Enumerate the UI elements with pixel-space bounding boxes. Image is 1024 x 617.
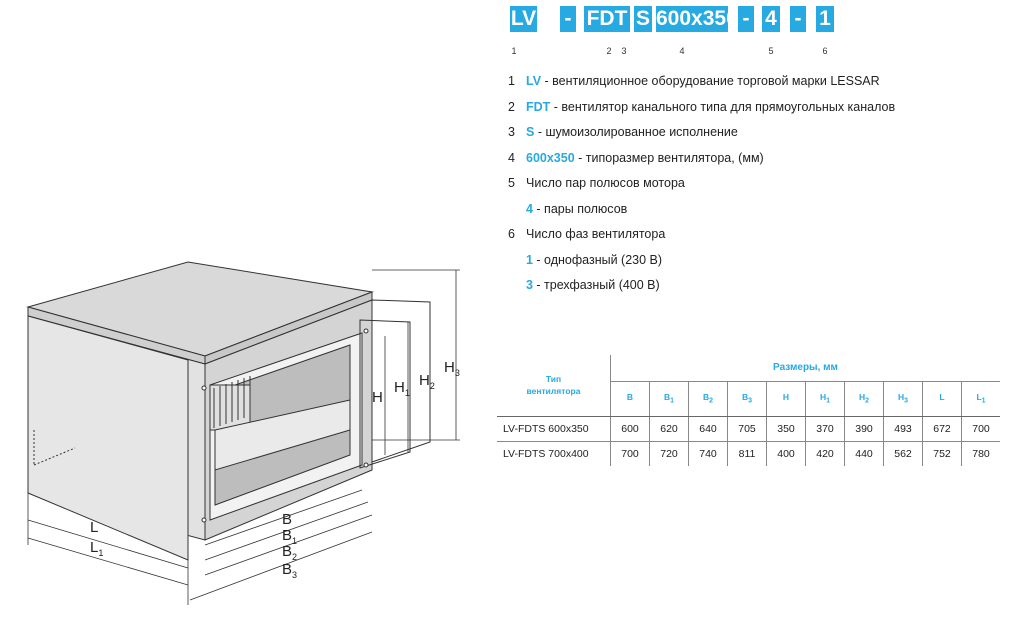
col-header-l: L <box>922 381 962 417</box>
legend-item: 4 - пары полюсов <box>526 202 628 216</box>
label-h1: H1 <box>394 379 410 398</box>
type-header-line-1: Тип <box>545 374 562 385</box>
dimensions-group-header: Размеры, мм <box>773 362 838 374</box>
code-box-size: 600x350 <box>656 6 738 32</box>
table-row: LV-FDTS 600x350 600 620 640 705 350 370 … <box>497 416 1000 442</box>
fan-dimension-drawing: H H1 H2 H3 B B1 B2 B3 L L1 <box>26 261 460 605</box>
table-cell: 780 <box>972 447 990 460</box>
code-box-dash-2: - <box>738 6 754 32</box>
label-h2: H2 <box>419 372 435 391</box>
label-b2: B2 <box>282 543 297 562</box>
table-cell: 672 <box>922 416 962 442</box>
table-header-columns: B B1 B2 B3 H H1 H2 H3 L L1 <box>497 381 1000 417</box>
code-number-4: 4 <box>679 46 685 56</box>
table-cell: 400 <box>766 441 806 466</box>
label-b3: B3 <box>282 561 297 580</box>
code-number-3: 3 <box>621 46 627 56</box>
legend-item: 3 - трехфазный (400 В) <box>526 278 660 292</box>
table-cell: 440 <box>844 441 884 466</box>
table-cell: 811 <box>727 441 767 466</box>
code-number-2: 2 <box>606 46 612 56</box>
table-cell: 640 <box>688 416 728 442</box>
dimensions-table: Тип вентилятора Размеры, мм B B1 B2 B3 H… <box>497 355 1000 466</box>
table-cell: 600 <box>610 416 650 442</box>
col-header-h3: H3 <box>883 381 923 417</box>
table-cell: 700 <box>610 441 650 466</box>
dimension-labels: H H1 H2 H3 B B1 B2 B3 L L1 <box>90 359 460 580</box>
table-cell: 720 <box>649 441 689 466</box>
code-number-5: 5 <box>768 46 774 56</box>
table-cell: 740 <box>688 441 728 466</box>
table-cell: 562 <box>883 441 923 466</box>
table-header-group: Тип вентилятора Размеры, мм <box>497 355 1000 417</box>
table-cell: 390 <box>844 416 884 442</box>
code-box-s: S <box>634 6 652 32</box>
label-b: B <box>282 511 292 528</box>
code-box-dash-3: - <box>790 6 806 32</box>
col-header-h2: H2 <box>844 381 884 417</box>
table-cell: 705 <box>727 416 767 442</box>
legend-item: 1 - однофазный (230 В) <box>526 253 663 267</box>
code-number-6: 6 <box>822 46 828 56</box>
code-box-poles: 4 <box>762 6 780 32</box>
type-column-header: Тип вентилятора <box>497 355 611 417</box>
code-box-phase: 1 <box>816 6 834 32</box>
table-cell: 752 <box>922 441 962 466</box>
col-header-l1: L1 <box>961 381 1000 417</box>
table-cell: 493 <box>883 416 923 442</box>
label-b1: B1 <box>282 527 297 546</box>
col-header-h1: H1 <box>805 381 845 417</box>
code-box-dash-1: - <box>560 6 576 32</box>
table-cell: 370 <box>805 416 845 442</box>
model-cell: LV-FDTS 700x400 <box>497 441 611 466</box>
code-number-1: 1 <box>511 46 517 56</box>
type-header-line-2: вентилятора <box>526 386 581 397</box>
label-h3: H3 <box>444 359 460 378</box>
dimension-lines <box>27 269 460 605</box>
table-cell: 420 <box>805 441 845 466</box>
model-cell: LV-FDTS 600x350 <box>497 416 611 442</box>
col-header-h: H <box>766 381 806 417</box>
col-header-b: B <box>610 381 650 417</box>
table-cell: 620 <box>649 416 689 442</box>
label-l1: L1 <box>90 539 103 558</box>
col-header-b1: B1 <box>649 381 689 417</box>
label-l: L <box>90 519 98 536</box>
code-box-lv: LV <box>510 6 537 32</box>
table-row: LV-FDTS 700x400 700 720 740 811 400 420 … <box>497 441 1000 466</box>
col-header-b2: B2 <box>688 381 728 417</box>
table-cell: 350 <box>766 416 806 442</box>
table-cell: 700 <box>961 416 1000 442</box>
fan-housing <box>26 261 431 561</box>
label-h: H <box>372 389 383 406</box>
col-header-b3: B3 <box>727 381 767 417</box>
code-box-fdt: FDT <box>584 6 630 32</box>
